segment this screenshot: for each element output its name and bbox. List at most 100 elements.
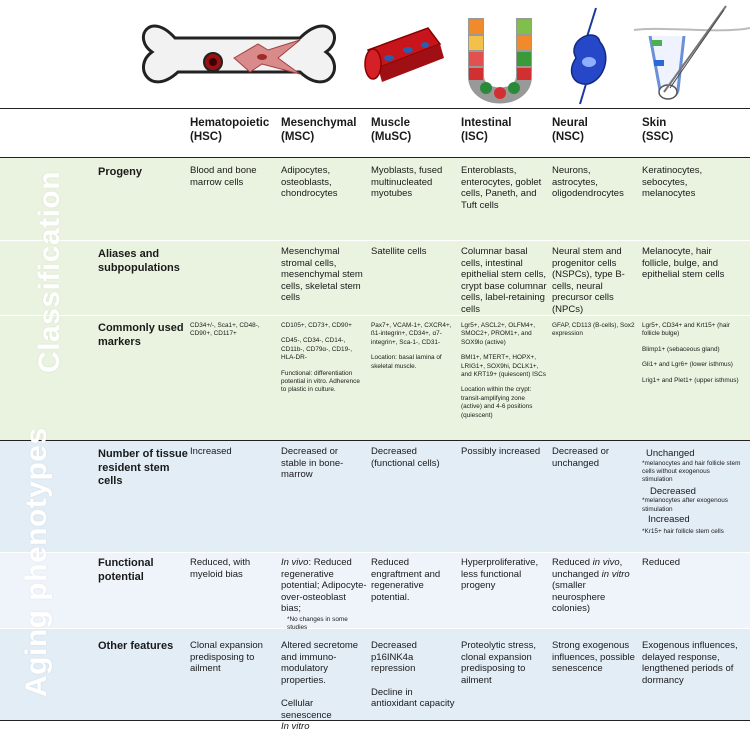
col-abbr: (NSC) — [552, 131, 584, 143]
nsc-fp-e: (smaller neurosphere colonies) — [552, 580, 606, 614]
cell-functional-isc: Hyperproliferative, less functional prog… — [461, 557, 539, 591]
marker-line: Location: basal lamina of skeletal muscl… — [371, 354, 442, 370]
col-name: Hematopoietic — [190, 117, 270, 129]
nsc-fp-a: Reduced — [552, 557, 593, 568]
top-rule — [0, 108, 750, 109]
col-name: Mesenchymal — [281, 117, 357, 129]
msc-functional-text: : Reduced regenerative potential; Adipoc… — [281, 557, 367, 614]
cell-number-musc: Decreased (functional cells) — [371, 446, 440, 469]
cell-progeny-musc: Myoblasts, fused multinucleated myotubes — [371, 165, 443, 199]
msc-other-text: Altered secretome and immuno-modulatory … — [281, 640, 359, 686]
col-header-ssc: Skin (SSC) — [642, 116, 673, 144]
row-header-markers: Commonly used markers — [98, 322, 184, 348]
cell-progeny-nsc: Neurons, astrocytes, oligodendrocytes — [552, 165, 624, 199]
cell-functional-msc: In vivo: Reduced regenerative potential;… — [281, 557, 367, 632]
cell-markers-nsc: GFAP, CD113 (B-cells), Sox2 expression — [552, 322, 635, 338]
cell-other-hsc: Clonal expansion predisposing to ailment — [190, 640, 263, 674]
row-header-progeny: Progeny — [98, 166, 143, 178]
cell-functional-hsc: Reduced, with myeloid bias — [190, 557, 251, 580]
bottom-rule — [0, 720, 750, 721]
cell-number-msc: Decreased or stable in bone-marrow — [281, 446, 344, 480]
marker-line: CD105+, CD73+, CD90+ — [281, 322, 352, 329]
col-abbr: (MSC) — [281, 131, 315, 143]
cell-number-ssc: Unchanged *melanocytes and hair follicle… — [642, 448, 742, 536]
col-abbr: (HSC) — [190, 131, 222, 143]
muscle-fiber-icon — [364, 27, 444, 82]
aging-band-functional — [0, 552, 750, 628]
col-header-isc: Intestinal (ISC) — [461, 116, 511, 144]
marker-line: CD45-, CD34-, CD14-, CD11b-, CD79α-, CD1… — [281, 337, 353, 362]
cell-functional-nsc: Reduced in vivo, unchanged in vitro (sma… — [552, 557, 638, 615]
cell-number-hsc: Increased — [190, 446, 232, 457]
col-abbr: (MuSC) — [371, 131, 412, 143]
msc-invivo: In vivo — [281, 557, 309, 568]
marker-line: Location within the crypt: transit-ampli… — [461, 386, 533, 419]
marker-line: Functional: differentiation potential in… — [281, 369, 360, 394]
col-header-nsc: Neural (NSC) — [552, 116, 588, 144]
cell-other-ssc: Exogenous influences, delayed response, … — [642, 640, 738, 686]
classification-band — [0, 158, 750, 440]
marker-line: Lgr5+, ASCL2+, OLFM4+, SMOC2+, PROM1+, a… — [461, 322, 536, 346]
cell-progeny-ssc: Keratinocytes, sebocytes, melanocytes — [642, 165, 703, 199]
cell-progeny-msc: Adipocytes, osteoblasts, chondrocytes — [281, 165, 338, 199]
header-rule — [0, 157, 750, 158]
ssc-increased: Increased — [648, 514, 690, 526]
msc-other-text2: Cellular senescence — [281, 698, 332, 721]
nsc-fp-c: , unchanged — [552, 557, 623, 580]
col-name: Neural — [552, 117, 588, 129]
cell-functional-ssc: Reduced — [642, 557, 681, 568]
aging-band-other — [0, 628, 750, 720]
cell-aliases-musc: Satellite cells — [371, 246, 427, 257]
marker-line: Blimp1+ (sebaceous gland) — [642, 345, 720, 353]
row-header-other: Other features — [98, 640, 174, 652]
cell-aliases-msc: Mesenchymal stromal cells, mesenchymal s… — [281, 246, 363, 303]
cell-functional-musc: Reduced engraftment and regenerative pot… — [371, 557, 441, 603]
nsc-fp-b: in vivo — [592, 557, 620, 568]
musc-other-0: Decreased p16INK4a repression — [371, 640, 417, 674]
bone-icon — [141, 24, 336, 84]
icon-strip — [141, 5, 750, 105]
row-header-functional: Functional potential — [98, 557, 154, 583]
ssc-decreased: Decreased — [650, 485, 696, 497]
aging-band-number — [0, 440, 750, 552]
intestinal-crypt-icon — [468, 18, 532, 104]
cell-aliases-isc: Columnar basal cells, intestinal epithel… — [461, 246, 547, 315]
col-name: Skin — [642, 117, 667, 129]
cell-markers-ssc: Lgr5+, CD34+ and Krt15+ (hair follicle b… — [642, 322, 742, 385]
ssc-decreased-note: *melanocytes after exogenous stimulation — [642, 497, 728, 513]
ssc-unchanged: Unchanged — [646, 448, 695, 459]
ssc-increased-note: *Kr15+ hair follicle stem cells — [642, 527, 724, 535]
col-name: Intestinal — [461, 117, 512, 129]
hair-follicle-icon — [633, 5, 750, 100]
musc-other-1: Decline in antioxidant capacity — [371, 686, 455, 710]
cell-other-nsc: Strong exogenous influences, possible se… — [552, 640, 635, 674]
ssc-unchanged-note: *melanocytes and hair follicle stem cell… — [642, 459, 741, 484]
cell-other-msc: Altered secretome and immuno-modulatory … — [281, 640, 365, 733]
marker-line: BMI1+, MTERT+, HOPX+, LRIG1+, SOX9hi, DC… — [461, 354, 546, 379]
msc-other-italic: In vitro — [281, 721, 310, 732]
cell-markers-musc: Pax7+, VCAM-1+, CXCR4+, ß1-integrin+, CD… — [371, 322, 455, 371]
row-header-aliases: Aliases and subpopulations — [98, 248, 180, 274]
col-abbr: (SSC) — [642, 131, 674, 143]
cell-markers-msc: CD105+, CD73+, CD90+ CD45-, CD34-, CD14-… — [281, 322, 363, 395]
marker-line: Gli1+ and Lgr6+ (lower isthmus) — [642, 361, 733, 369]
cell-number-nsc: Decreased or unchanged — [552, 446, 610, 469]
marker-line: Lgr5+, CD34+ and Krt15+ (hair follicle b… — [642, 322, 730, 338]
cell-markers-hsc: CD34+/-, Sca1+, CD48-, CD90+, CD117+ — [190, 322, 260, 338]
col-abbr: (ISC) — [461, 131, 488, 143]
marker-line: Lrig1+ and Plet1+ (upper isthmus) — [642, 376, 739, 384]
cell-other-isc: Proteolytic stress, clonal expansion pre… — [461, 640, 536, 686]
side-label-classification: Classification — [33, 170, 66, 373]
section-rule — [0, 440, 750, 441]
cell-progeny-hsc: Blood and bone marrow cells — [190, 165, 257, 188]
cell-markers-isc: Lgr5+, ASCL2+, OLFM4+, SMOC2+, PROM1+, a… — [461, 322, 547, 420]
col-header-musc: Muscle (MuSC) — [371, 116, 411, 144]
cell-aliases-ssc: Melanocyte, hair follicle, bulge, and ep… — [642, 246, 725, 280]
msc-functional-note: *No changes in some studies — [287, 615, 348, 631]
cell-other-musc: Decreased p16INK4a repression Decline in… — [371, 640, 457, 710]
marker-line: Pax7+, VCAM-1+, CXCR4+, ß1-integrin+, CD… — [371, 322, 452, 346]
side-label-aging: Aging phenotypes — [20, 427, 53, 697]
col-name: Muscle — [371, 117, 410, 129]
cell-progeny-isc: Enteroblasts, enterocytes, goblet cells,… — [461, 165, 542, 211]
col-header-msc: Mesenchymal (MSC) — [281, 116, 356, 144]
